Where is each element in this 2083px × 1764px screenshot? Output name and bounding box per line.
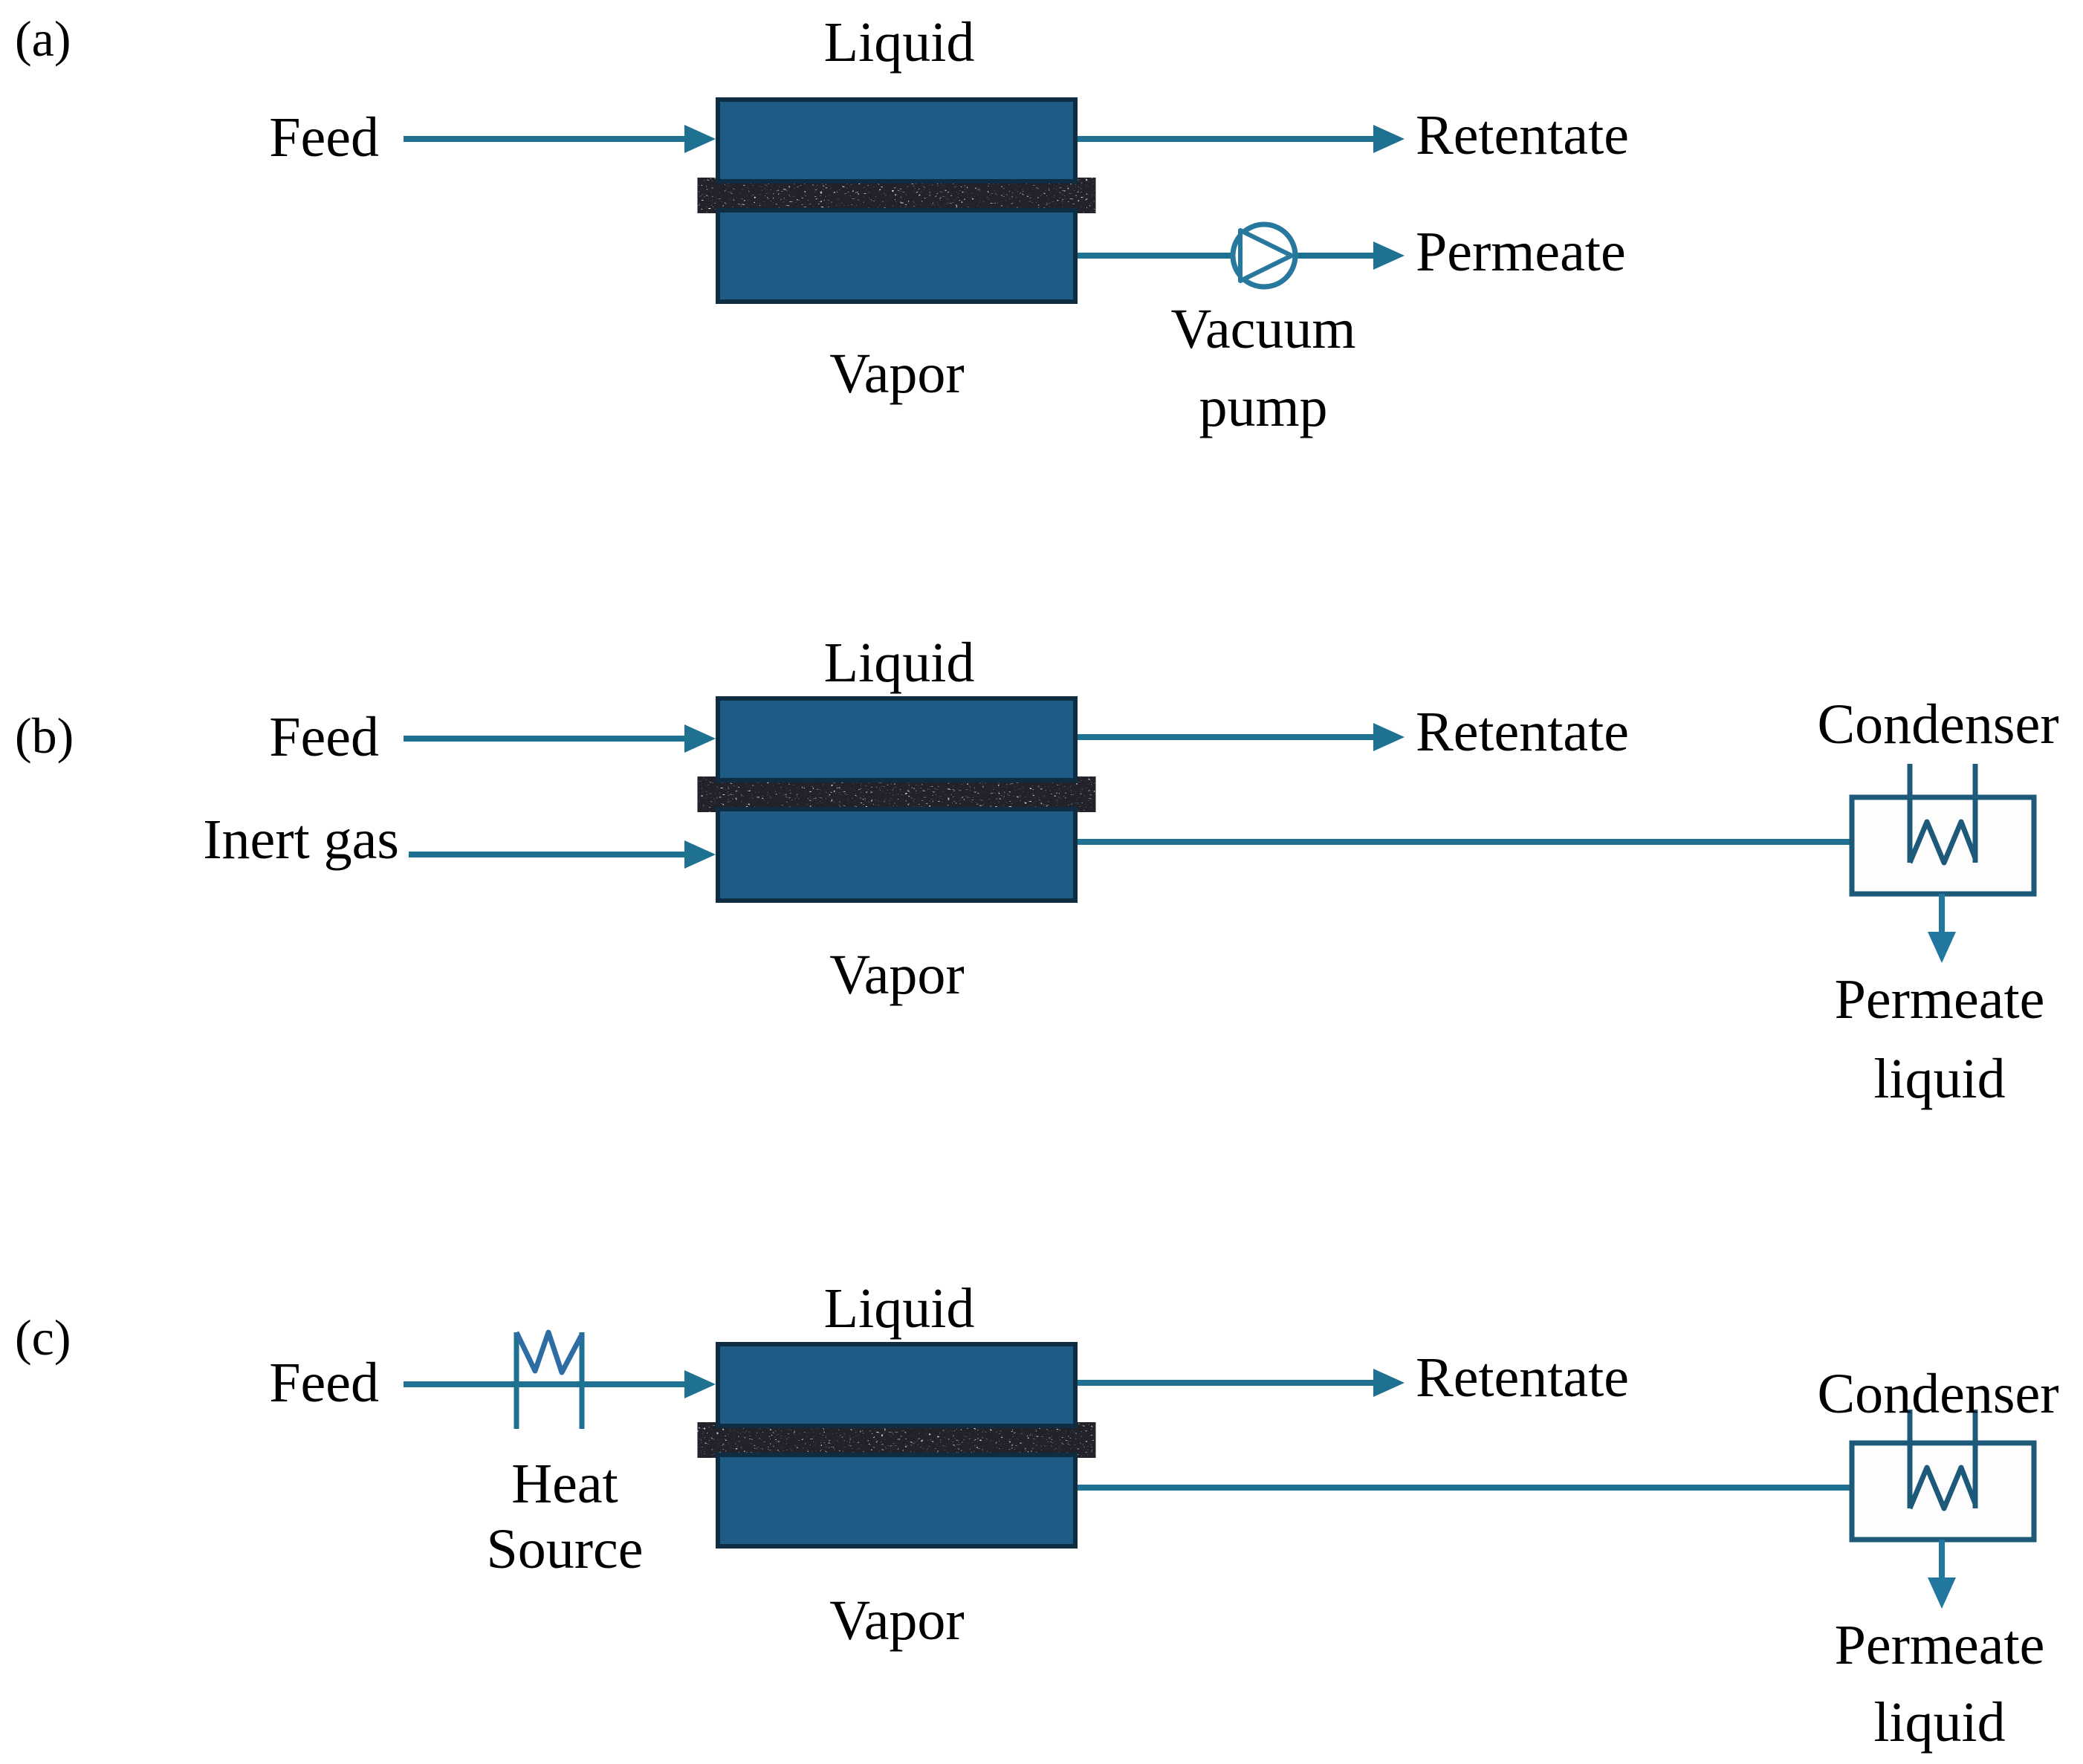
inert-gas-label: Inert gas (203, 808, 399, 871)
vacuum-pump-label-line1: Vacuum (1170, 298, 1356, 360)
permeate-liquid-label-c-line1: Permeate (1834, 1614, 2045, 1676)
permeate-liquid-label-b-line1: Permeate (1834, 968, 2045, 1031)
retentate-label-a: Retentate (1416, 104, 1629, 166)
membrane-layer (716, 1427, 1078, 1453)
feed-arrow (404, 1370, 716, 1398)
condenser-icon (1849, 764, 2037, 897)
heat-source-label-line2: Source (486, 1518, 644, 1580)
feed-label-b: Feed (269, 706, 379, 768)
membrane-module (716, 97, 1078, 304)
permeate-liquid-label-b-line2: liquid (1873, 1048, 2006, 1110)
panel-a-shapes (404, 97, 1405, 304)
permeate-liquid-arrow (1928, 1540, 1956, 1609)
panel-b-shapes (404, 696, 2037, 963)
panel-c-tag: (c) (15, 1309, 71, 1366)
feed-arrow (404, 125, 716, 153)
permeate-liquid-label-c-line2: liquid (1873, 1691, 2006, 1754)
retentate-arrow (1078, 1369, 1405, 1397)
membrane-module (716, 1342, 1078, 1549)
heat-source-label-line1: Heat (511, 1453, 618, 1515)
liquid-channel (716, 696, 1078, 782)
vapor-label-b: Vapor (829, 944, 965, 1006)
feed-label-a: Feed (269, 106, 379, 169)
membrane-layer (716, 782, 1078, 807)
permeate-liquid-arrow (1928, 894, 1956, 963)
liquid-channel (716, 1342, 1078, 1428)
liquid-channel (716, 97, 1078, 184)
liquid-label-a: Liquid (823, 11, 975, 74)
condenser-label-b: Condenser (1817, 693, 2059, 756)
retentate-arrow (1078, 723, 1405, 751)
vapor-channel (716, 807, 1078, 903)
condenser-label-c: Condenser (1817, 1363, 2059, 1425)
condenser-icon (1849, 1410, 2037, 1543)
feed-arrow (404, 724, 716, 753)
inert-gas-arrow (409, 840, 716, 869)
vapor-label-a: Vapor (829, 343, 965, 405)
permeate-arrow (1078, 241, 1405, 270)
vapor-channel (716, 1453, 1078, 1549)
panel-b-tag: (b) (15, 707, 74, 764)
retentate-label-c: Retentate (1416, 1346, 1629, 1409)
liquid-label-b: Liquid (823, 632, 975, 694)
membrane-module (716, 696, 1078, 903)
feed-label-c: Feed (269, 1352, 379, 1414)
retentate-arrow (1078, 125, 1405, 153)
panel-c-shapes (404, 1329, 2037, 1609)
retentate-label-b: Retentate (1416, 701, 1629, 763)
vapor-label-c: Vapor (829, 1589, 965, 1652)
permeate-label-a: Permeate (1416, 221, 1626, 283)
panel-a-tag: (a) (15, 10, 71, 67)
vacuum-pump-label-line2: pump (1199, 376, 1328, 438)
membrane-layer (716, 183, 1078, 208)
liquid-label-c: Liquid (823, 1277, 975, 1340)
vapor-channel (716, 208, 1078, 304)
vacuum-pump-icon (1230, 221, 1298, 290)
heat-source-icon (514, 1329, 585, 1429)
